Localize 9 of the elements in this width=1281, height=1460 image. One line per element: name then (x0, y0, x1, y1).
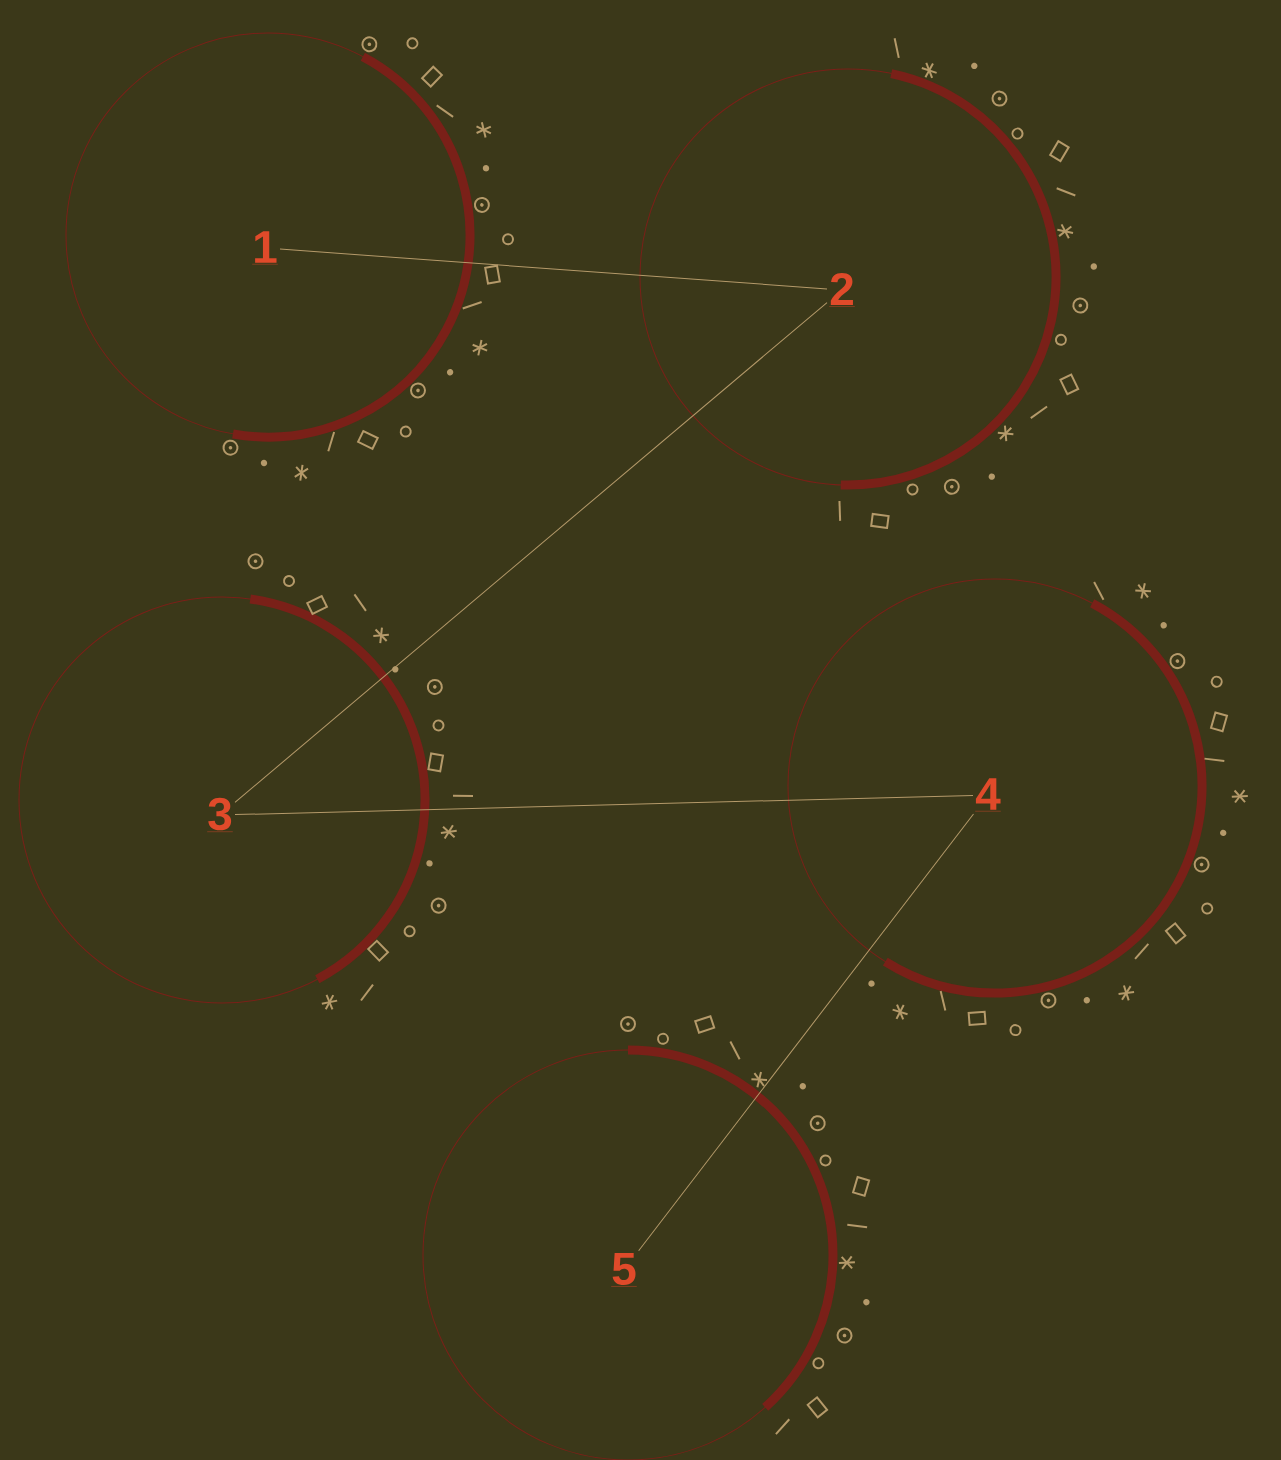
number-label: 2 (829, 272, 855, 307)
number-label: 4 (975, 778, 1001, 812)
number-label: 3 (207, 797, 233, 832)
connector-line (638, 813, 974, 1252)
number-label: 1 (252, 231, 278, 265)
number-label: 5 (611, 1252, 637, 1287)
connector-line (234, 794, 974, 816)
connector-line (279, 248, 828, 290)
connector-line (234, 302, 828, 803)
